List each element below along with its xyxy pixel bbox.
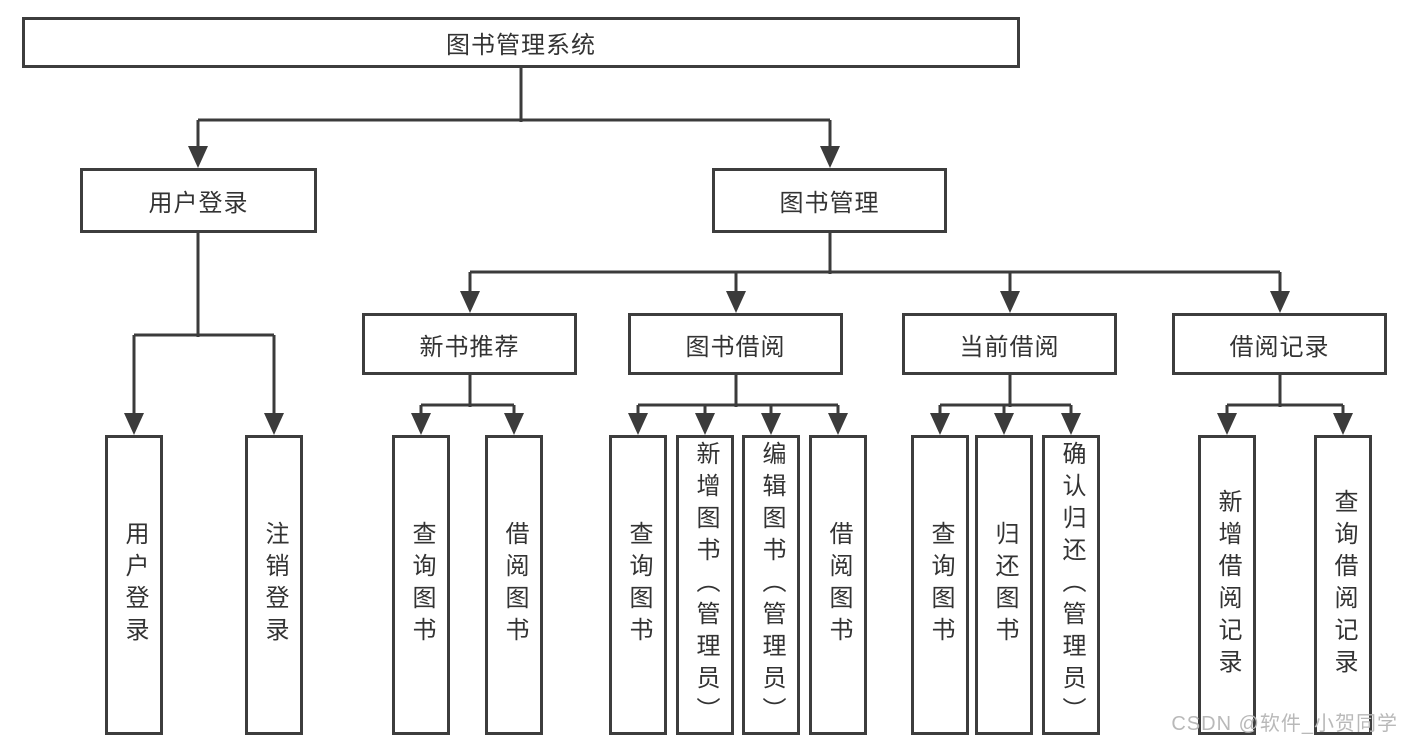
- leaf-label: 归还图书: [991, 521, 1018, 649]
- leaf-add-borrow-record: 新增借阅记录: [1198, 435, 1256, 735]
- leaf-confirm-return-admin: 确认归还（管理员）: [1042, 435, 1100, 735]
- leaf-label: 查询图书: [408, 521, 435, 649]
- leaf-query-books-current: 查询图书: [911, 435, 969, 735]
- node-label: 图书借阅: [685, 333, 786, 361]
- leaf-label: 查询图书: [625, 521, 652, 649]
- leaf-user-login: 用户登录: [105, 435, 163, 735]
- leaf-return-books: 归还图书: [975, 435, 1033, 735]
- leaf-label: 借阅图书: [501, 521, 528, 649]
- node-book-management: 图书管理: [712, 168, 947, 233]
- node-label: 借阅记录: [1229, 333, 1330, 361]
- leaf-label: 用户登录: [121, 521, 148, 649]
- node-book-borrowing: 图书借阅: [628, 313, 843, 375]
- node-new-book-recommend: 新书推荐: [362, 313, 577, 375]
- node-current-borrowing: 当前借阅: [902, 313, 1117, 375]
- leaf-label: 借阅图书: [825, 521, 852, 649]
- node-label: 当前借阅: [959, 333, 1060, 361]
- leaf-query-borrow-record: 查询借阅记录: [1314, 435, 1372, 735]
- node-label: 图书管理: [779, 190, 880, 217]
- leaf-label: 查询图书: [927, 521, 954, 649]
- node-label: 图书管理系统: [446, 32, 596, 59]
- leaf-logout: 注销登录: [245, 435, 303, 735]
- node-label: 用户登录: [148, 190, 249, 217]
- leaf-label: 注销登录: [261, 521, 288, 649]
- leaf-label: 新增借阅记录: [1214, 489, 1241, 681]
- leaf-edit-books-admin: 编辑图书（管理员）: [742, 435, 800, 735]
- leaf-borrow-books-borrowing: 借阅图书: [809, 435, 867, 735]
- node-user-login: 用户登录: [80, 168, 317, 233]
- watermark: CSDN @软件_小贺同学: [1171, 713, 1398, 735]
- leaf-label: 新增图书（管理员）: [692, 441, 719, 729]
- leaf-label: 确认归还（管理员）: [1058, 441, 1085, 729]
- leaf-label: 编辑图书（管理员）: [758, 441, 785, 729]
- node-label: 新书推荐: [419, 333, 520, 361]
- leaf-query-books-recommend: 查询图书: [392, 435, 450, 735]
- leaf-add-books-admin: 新增图书（管理员）: [676, 435, 734, 735]
- leaf-borrow-books-recommend: 借阅图书: [485, 435, 543, 735]
- leaf-query-books-borrowing: 查询图书: [609, 435, 667, 735]
- node-library-system: 图书管理系统: [22, 17, 1020, 68]
- node-borrowing-records: 借阅记录: [1172, 313, 1387, 375]
- leaf-label: 查询借阅记录: [1330, 489, 1357, 681]
